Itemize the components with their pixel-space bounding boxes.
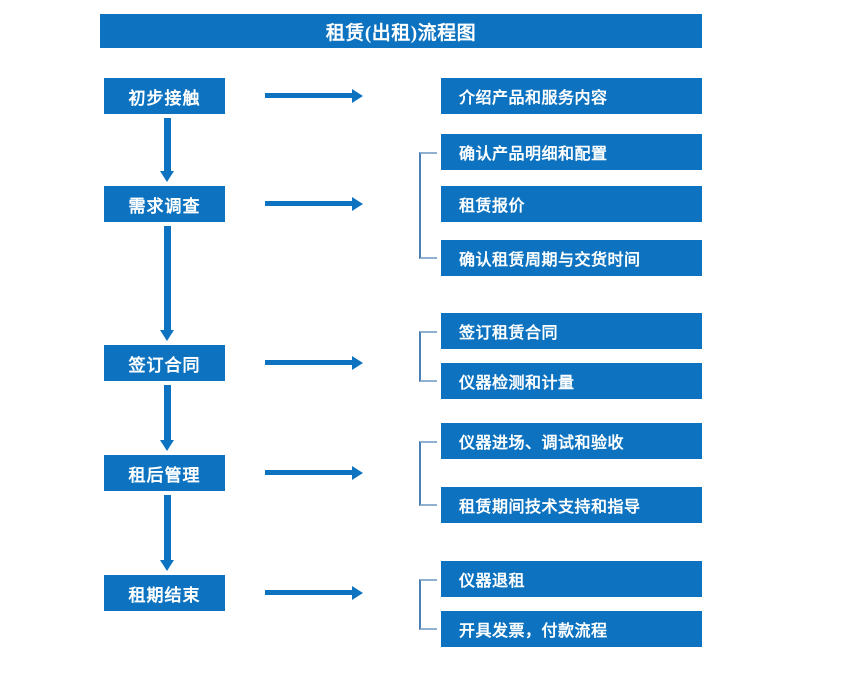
horizontal-arrow-3 xyxy=(265,355,363,371)
stage-box-5[interactable]: 租期结束 xyxy=(104,575,225,611)
arrow-head xyxy=(352,586,363,600)
vertical-arrow-1 xyxy=(157,118,177,182)
group-bracket-4 xyxy=(419,579,437,630)
vertical-arrow-4 xyxy=(157,495,177,571)
arrow-shaft xyxy=(265,470,353,475)
group-bracket-3 xyxy=(419,441,437,506)
arrow-shaft xyxy=(265,360,353,365)
stage-box-1[interactable]: 初步接触 xyxy=(104,78,225,114)
arrow-shaft xyxy=(265,590,353,595)
arrow-shaft xyxy=(164,495,171,560)
stage-box-2[interactable]: 需求调查 xyxy=(104,186,225,222)
detail-box-10[interactable]: 开具发票，付款流程 xyxy=(441,611,702,647)
arrow-shaft xyxy=(164,118,171,171)
horizontal-arrow-4 xyxy=(265,465,363,481)
stage-box-4[interactable]: 租后管理 xyxy=(104,455,225,491)
group-bracket-2 xyxy=(419,331,437,382)
group-bracket-1 xyxy=(419,152,437,259)
detail-box-2[interactable]: 确认产品明细和配置 xyxy=(441,134,702,170)
arrow-head xyxy=(352,356,363,370)
vertical-arrow-2 xyxy=(157,226,177,341)
detail-box-3[interactable]: 租赁报价 xyxy=(441,186,702,222)
arrow-shaft xyxy=(164,226,171,330)
arrow-shaft xyxy=(164,385,171,440)
arrow-head xyxy=(160,560,174,571)
stage-box-3[interactable]: 签订合同 xyxy=(104,345,225,381)
arrow-head xyxy=(352,197,363,211)
arrow-head xyxy=(160,171,174,182)
detail-box-8[interactable]: 租赁期间技术支持和指导 xyxy=(441,487,702,523)
detail-box-9[interactable]: 仪器退租 xyxy=(441,561,702,597)
arrow-shaft xyxy=(265,201,353,206)
horizontal-arrow-5 xyxy=(265,585,363,601)
arrow-head xyxy=(352,466,363,480)
arrow-head xyxy=(352,89,363,103)
chart-title: 租赁(出租)流程图 xyxy=(100,14,702,48)
arrow-head xyxy=(160,330,174,341)
detail-box-1[interactable]: 介绍产品和服务内容 xyxy=(441,78,702,114)
horizontal-arrow-1 xyxy=(265,88,363,104)
arrow-shaft xyxy=(265,93,353,98)
horizontal-arrow-2 xyxy=(265,196,363,212)
vertical-arrow-3 xyxy=(157,385,177,451)
detail-box-6[interactable]: 仪器检测和计量 xyxy=(441,363,702,399)
detail-box-4[interactable]: 确认租赁周期与交货时间 xyxy=(441,240,702,276)
detail-box-5[interactable]: 签订租赁合同 xyxy=(441,313,702,349)
arrow-head xyxy=(160,440,174,451)
detail-box-7[interactable]: 仪器进场、调试和验收 xyxy=(441,423,702,459)
